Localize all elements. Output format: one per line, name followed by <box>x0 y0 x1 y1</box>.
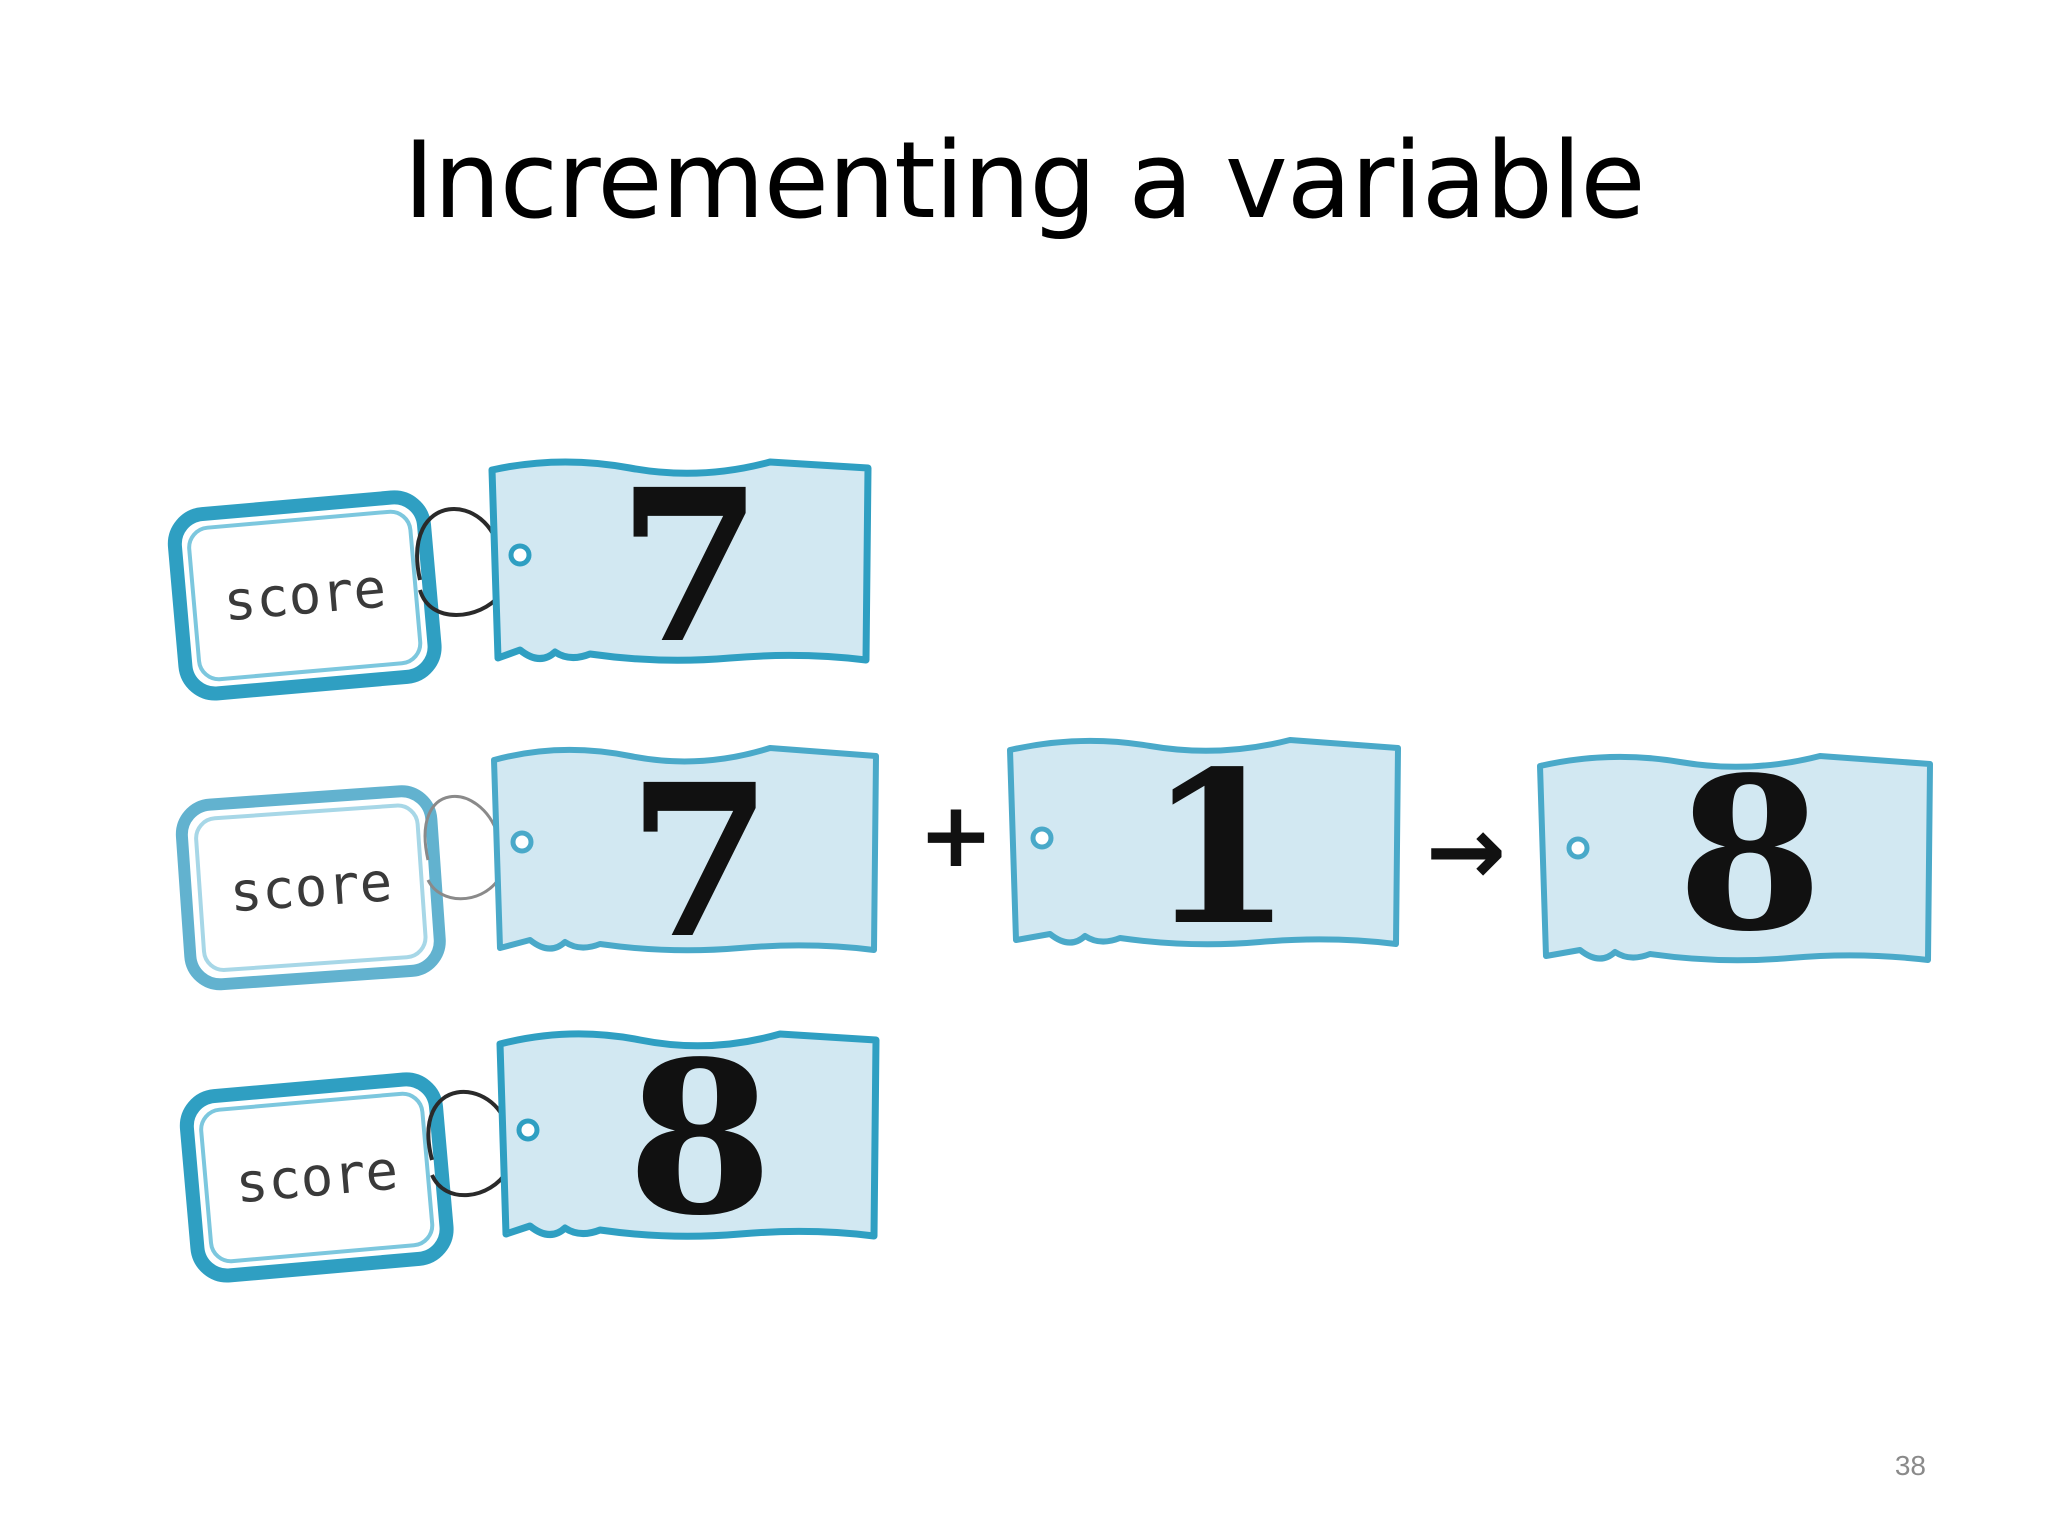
name-tag: score <box>175 785 446 991</box>
value-card: 7 <box>491 738 879 985</box>
value-card: 8 <box>496 1015 880 1262</box>
slide-title: Incrementing a variable <box>403 119 1645 242</box>
name-tag-label: score <box>221 557 388 634</box>
value-digit: 7 <box>627 738 773 985</box>
result-digit: 8 <box>1677 731 1823 978</box>
name-tag-label: score <box>233 1139 400 1216</box>
arrow-icon: → <box>1426 795 1506 907</box>
value-digit: 7 <box>617 443 763 690</box>
card-hole <box>510 830 534 854</box>
name-tag: score <box>179 1072 454 1283</box>
value-digit: 8 <box>627 1015 773 1262</box>
operand-card: 1 <box>1007 725 1401 972</box>
page-number: 38 <box>1894 1450 1926 1481</box>
diagram-row-1: score 7 <box>167 443 872 701</box>
operand-digit: 1 <box>1147 725 1293 972</box>
plus-operator: + <box>918 783 993 888</box>
card-hole <box>1030 826 1054 850</box>
name-tag: score <box>167 490 442 701</box>
card-hole <box>516 1118 540 1142</box>
value-card: 7 <box>488 443 872 690</box>
diagram-row-3: score 8 <box>179 1015 880 1283</box>
diagram-row-2: score 7 + 1 → 8 <box>175 725 1933 991</box>
card-hole <box>1566 836 1590 860</box>
result-card: 8 <box>1537 731 1933 978</box>
name-tag-label: score <box>228 850 395 924</box>
card-hole <box>508 543 532 567</box>
tag-string <box>423 794 500 901</box>
